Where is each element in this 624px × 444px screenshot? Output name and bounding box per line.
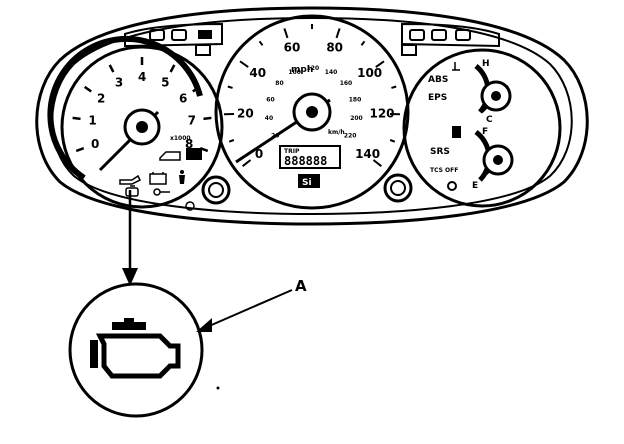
tachometer-tick [108, 64, 115, 73]
seatbelt-icon [179, 170, 185, 184]
tachometer-tick [169, 64, 176, 73]
check-engine-small-icon [125, 185, 139, 197]
speedometer-tick-label: 40 [249, 66, 266, 80]
key-icon [153, 188, 170, 196]
odometer-display [279, 145, 341, 169]
brake-icon [186, 148, 202, 160]
odometer-value: 888888 [284, 154, 327, 168]
indicator-light [447, 181, 457, 191]
cluster-housing [35, 6, 589, 226]
speedometer-tick [258, 40, 264, 46]
speedometer-inner-label: 180 [349, 96, 362, 103]
fuel-gauge: F E [452, 126, 514, 191]
speedometer-inner-label: 200 [350, 115, 363, 122]
coolant-temp-icon [452, 62, 460, 71]
check-engine-icon [90, 318, 181, 379]
speedometer-inner-label: 160 [340, 80, 353, 87]
tachometer-tick [192, 85, 201, 93]
speedometer-inner-label: 40 [265, 115, 273, 122]
oil-pressure-icon [119, 174, 142, 185]
temperature-gauge: H C [452, 59, 512, 125]
mounting-screw [185, 201, 195, 211]
tachometer-tick-label: 0 [91, 137, 99, 151]
speedometer-inner-label: 60 [266, 96, 274, 103]
battery-icon [149, 172, 167, 185]
trip-reset-knob [201, 175, 231, 205]
fuel-full-label: F [482, 127, 488, 137]
tachometer-tick [75, 147, 85, 153]
door-open-icon [159, 151, 181, 161]
speedometer-tick [283, 28, 289, 39]
tachometer-tick-label: 8 [185, 137, 193, 151]
speedometer-tick [389, 139, 396, 143]
tachometer-tick-label: 7 [188, 113, 196, 127]
tachometer-tick-label: 1 [88, 113, 96, 127]
speedometer-tick [227, 85, 233, 89]
speedometer-tick [360, 40, 366, 46]
top-right-light-strip [401, 22, 500, 56]
speedometer-tick [228, 139, 235, 143]
right-gauge-panel: H C F E ABS EPS SRS TCS OFF [402, 48, 562, 208]
speedometer-unit: mph [291, 65, 313, 75]
eps-indicator: EPS [428, 93, 447, 103]
tachometer-tick-label: 6 [179, 91, 187, 105]
tachometer-tick [83, 85, 92, 93]
speedometer-tick-label: 60 [284, 40, 301, 54]
speedometer-tick [242, 159, 252, 167]
tachometer-unit: x1000 [170, 135, 191, 142]
tachometer-tick-label: 2 [97, 91, 105, 105]
abs-indicator: ABS [428, 75, 448, 85]
tachometer-tick-label: 4 [138, 70, 146, 84]
speedometer-tick [239, 60, 249, 68]
speedometer-tick [391, 85, 397, 89]
speedometer-inner-label: 220 [344, 132, 357, 139]
speedometer-tick [335, 28, 341, 39]
tachometer-tick-label: 3 [115, 76, 123, 90]
speedometer-tick [372, 159, 382, 167]
temp-hot-label: H [482, 59, 490, 69]
tcs-indicator: TCS OFF [430, 167, 458, 174]
cluster-housing-inner [51, 16, 573, 216]
trip-label: TRIP [284, 148, 300, 155]
speedometer-inner-label: 80 [275, 80, 283, 87]
tachometer-tick [203, 116, 212, 121]
speedometer-tick-label: 100 [357, 66, 382, 80]
speedometer-unit-secondary: km/h [328, 129, 345, 136]
speedometer-tick-label: 120 [369, 107, 394, 121]
speedometer-tick-label: 20 [237, 107, 254, 121]
magnified-view [68, 282, 204, 418]
si-badge: Si [302, 178, 312, 188]
pointer-arrow-head [122, 268, 138, 286]
speedometer-tick-label: 0 [255, 147, 263, 161]
tachometer-tick-label: 5 [161, 76, 169, 90]
speedometer-tick-label: 140 [355, 147, 380, 161]
tachometer: 0 123 4 567 8 x1000 [47, 35, 224, 209]
speedometer-inner-label: 140 [325, 69, 338, 76]
speedometer-tick-label: 80 [326, 40, 343, 54]
brightness-knob [383, 173, 413, 203]
speedometer-inner-label: 120 [307, 65, 320, 72]
top-left-light-strip [124, 22, 223, 56]
si-badge-bg [298, 174, 320, 188]
speedometer-tick [375, 60, 385, 68]
callout-line [199, 289, 293, 331]
fuel-pump-icon [452, 126, 461, 138]
tachometer-tick [72, 116, 81, 121]
callout-arrow-head [196, 318, 212, 332]
temp-cold-label: C [486, 115, 493, 125]
fuel-empty-label: E [472, 181, 478, 191]
stray-mark [216, 386, 220, 390]
callout-label-a: A [295, 277, 307, 295]
srs-indicator: SRS [430, 147, 450, 157]
speedometer-inner-label: 100 [288, 69, 301, 76]
